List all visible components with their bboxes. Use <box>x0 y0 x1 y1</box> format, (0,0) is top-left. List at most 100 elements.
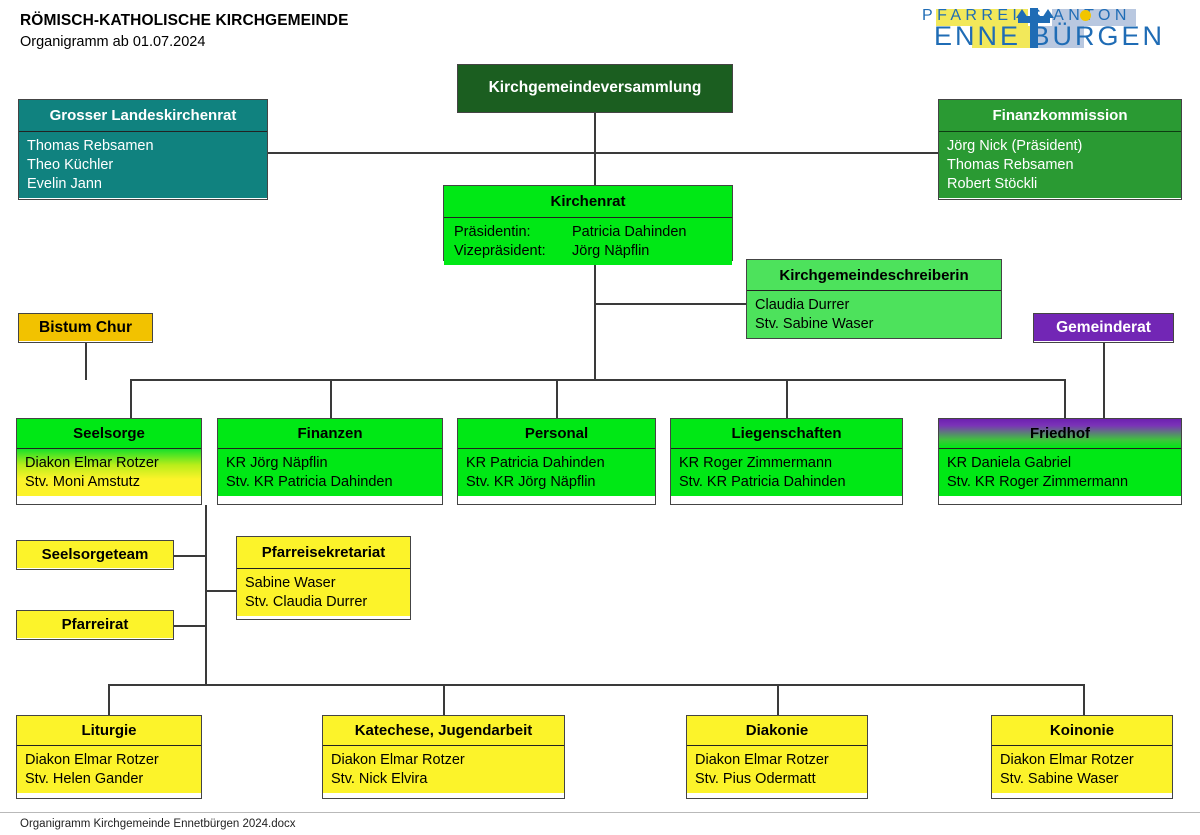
node-title: Diakonie <box>687 716 867 745</box>
cross-bar-icon <box>1018 16 1050 23</box>
node-bistum-chur[interactable]: Bistum Chur <box>18 313 153 343</box>
node-body: Diakon Elmar Rotzer Stv. Pius Odermatt <box>687 745 867 793</box>
connector-trunk-sekretariat <box>205 590 236 592</box>
member-row: Thomas Rebsamen <box>947 156 1074 173</box>
connector-bus-friedhof <box>1064 379 1066 419</box>
node-liegenschaften[interactable]: Liegenschaften KR Roger Zimmermann Stv. … <box>670 418 903 505</box>
node-seelsorge[interactable]: Seelsorge Diakon Elmar Rotzer Stv. Moni … <box>16 418 202 505</box>
node-kirchenrat[interactable]: Kirchenrat Präsidentin: Patricia Dahinde… <box>443 185 733 265</box>
node-body: Jörg Nick (Präsident) Thomas Rebsamen Ro… <box>939 131 1181 198</box>
node-title: Kirchgemeindeschreiberin <box>747 260 1001 290</box>
node-title: Friedhof <box>939 419 1181 448</box>
node-title: Seelsorgeteam <box>17 541 173 568</box>
connector-versammlung-kirchenrat <box>594 113 596 186</box>
node-katechese-jugendarbeit[interactable]: Katechese, Jugendarbeit Diakon Elmar Rot… <box>322 715 565 799</box>
member-row: Diakon Elmar Rotzer <box>331 752 465 768</box>
cross-icon <box>1030 8 1038 48</box>
node-body: KR Patricia Dahinden Stv. KR Jörg Näpfli… <box>458 448 655 496</box>
logo-band-yellow-left <box>936 9 1028 26</box>
connector-bus-koinonie <box>1083 684 1085 717</box>
node-body: Diakon Elmar Rotzer Stv. Helen Gander <box>17 745 201 793</box>
connector-bus-personal <box>556 379 558 419</box>
node-title: Finanzkommission <box>939 100 1181 131</box>
node-kirchgemeindeversammlung[interactable]: Kirchgemeindeversammlung <box>457 64 733 113</box>
node-koinonie[interactable]: Koinonie Diakon Elmar Rotzer Stv. Sabine… <box>991 715 1173 799</box>
node-liturgie[interactable]: Liturgie Diakon Elmar Rotzer Stv. Helen … <box>16 715 202 799</box>
member-row: Diakon Elmar Rotzer <box>25 455 159 471</box>
node-title: Katechese, Jugendarbeit <box>323 716 564 745</box>
connector-department-bus <box>130 379 1065 381</box>
node-body: Thomas Rebsamen Theo Küchler Evelin Jann <box>19 131 267 198</box>
node-kirchgemeindeschreiberin[interactable]: Kirchgemeindeschreiberin Claudia Durrer … <box>746 259 1002 339</box>
node-title: Finanzen <box>218 419 442 448</box>
node-pfarreisekretariat[interactable]: Pfarreisekretariat Sabine Waser Stv. Cla… <box>236 536 411 620</box>
footer-divider <box>0 812 1200 813</box>
node-friedhof[interactable]: Friedhof KR Daniela Gabriel Stv. KR Roge… <box>938 418 1182 505</box>
member-row: Stv. Claudia Durrer <box>245 593 368 610</box>
connector-bus-diakonie <box>777 684 779 717</box>
connector-bus-finanzen <box>330 379 332 419</box>
node-body: KR Daniela Gabriel Stv. KR Roger Zimmerm… <box>939 448 1181 496</box>
node-title: Bistum Chur <box>19 314 152 341</box>
member-row: Präsidentin: Patricia Dahinden <box>454 223 724 242</box>
member-row: Stv. Pius Odermatt <box>695 770 816 787</box>
node-finanzkommission[interactable]: Finanzkommission Jörg Nick (Präsident) T… <box>938 99 1182 200</box>
mountain-right-icon <box>1042 9 1054 18</box>
connector-kirchenrat-schreiberin <box>594 303 747 305</box>
node-title: Pfarreirat <box>17 611 173 638</box>
node-diakonie[interactable]: Diakonie Diakon Elmar Rotzer Stv. Pius O… <box>686 715 868 799</box>
footer-filename: Organigramm Kirchgemeinde Ennetbürgen 20… <box>20 818 296 830</box>
connector-landeskirchenrat-finanzkommission <box>268 152 940 154</box>
role-label: Präsidentin: <box>454 224 531 240</box>
role-person: Patricia Dahinden <box>572 224 687 240</box>
node-title: Kirchenrat <box>444 186 732 217</box>
node-finanzen[interactable]: Finanzen KR Jörg Näpflin Stv. KR Patrici… <box>217 418 443 505</box>
member-row: Stv. Helen Gander <box>25 770 144 787</box>
connector-bistum-bus <box>85 342 87 380</box>
member-row: KR Daniela Gabriel <box>947 455 1072 471</box>
member-row: Stv. Nick Elvira <box>331 770 428 787</box>
connector-seelsorge-trunk <box>205 505 207 685</box>
page-title: RÖMISCH-KATHOLISCHE KIRCHGEMEINDE <box>20 12 349 29</box>
connector-gemeinderat-friedhof <box>1103 342 1105 418</box>
node-title: Personal <box>458 419 655 448</box>
node-title: Seelsorge <box>17 419 201 448</box>
logo-band-blue-low <box>1038 26 1084 48</box>
role-person: Jörg Näpflin <box>572 242 650 259</box>
node-pfarreirat[interactable]: Pfarreirat <box>16 610 174 640</box>
node-title: Kirchgemeindeversammlung <box>458 65 732 111</box>
node-title: Gemeinderat <box>1034 314 1173 341</box>
member-row: Stv. KR Roger Zimmermann <box>947 473 1129 490</box>
member-row: Jörg Nick (Präsident) <box>947 138 1083 154</box>
member-row: Stv. KR Patricia Dahinden <box>226 473 393 490</box>
member-row: Diakon Elmar Rotzer <box>695 752 829 768</box>
connector-bottom-bus <box>108 684 1084 686</box>
node-grosser-landeskirchenrat[interactable]: Grosser Landeskirchenrat Thomas Rebsamen… <box>18 99 268 200</box>
node-title: Koinonie <box>992 716 1172 745</box>
role-label: Vizepräsident: <box>454 242 546 259</box>
member-row: Sabine Waser <box>245 575 336 591</box>
member-row: Robert Stöckli <box>947 175 1038 192</box>
logo-band-blue-right <box>1052 9 1136 26</box>
logo-band-yellow-low <box>972 26 1030 48</box>
connector-bus-liegenschaften <box>786 379 788 419</box>
node-gemeinderat[interactable]: Gemeinderat <box>1033 313 1174 343</box>
node-title: Liegenschaften <box>671 419 902 448</box>
connector-bus-seelsorge <box>130 379 132 419</box>
node-personal[interactable]: Personal KR Patricia Dahinden Stv. KR Jö… <box>457 418 656 505</box>
member-row: Diakon Elmar Rotzer <box>1000 752 1134 768</box>
member-row: Theo Küchler <box>27 156 114 173</box>
node-body: Diakon Elmar Rotzer Stv. Sabine Waser <box>992 745 1172 793</box>
page-subtitle: Organigramm ab 01.07.2024 <box>20 34 206 50</box>
member-row: Stv. KR Patricia Dahinden <box>679 473 846 490</box>
pfarrei-logo: PFARREI S ANTON ENNE BÜRGEN <box>912 3 1184 51</box>
member-row: KR Roger Zimmermann <box>679 455 833 471</box>
member-row: Stv. Sabine Waser <box>1000 770 1119 787</box>
member-row: Thomas Rebsamen <box>27 138 154 154</box>
node-body: KR Roger Zimmermann Stv. KR Patricia Dah… <box>671 448 902 496</box>
connector-seelsorgeteam-trunk <box>174 555 206 557</box>
connector-kirchenrat-bus <box>594 303 596 380</box>
node-seelsorgeteam[interactable]: Seelsorgeteam <box>16 540 174 570</box>
member-row: Diakon Elmar Rotzer <box>25 752 159 768</box>
